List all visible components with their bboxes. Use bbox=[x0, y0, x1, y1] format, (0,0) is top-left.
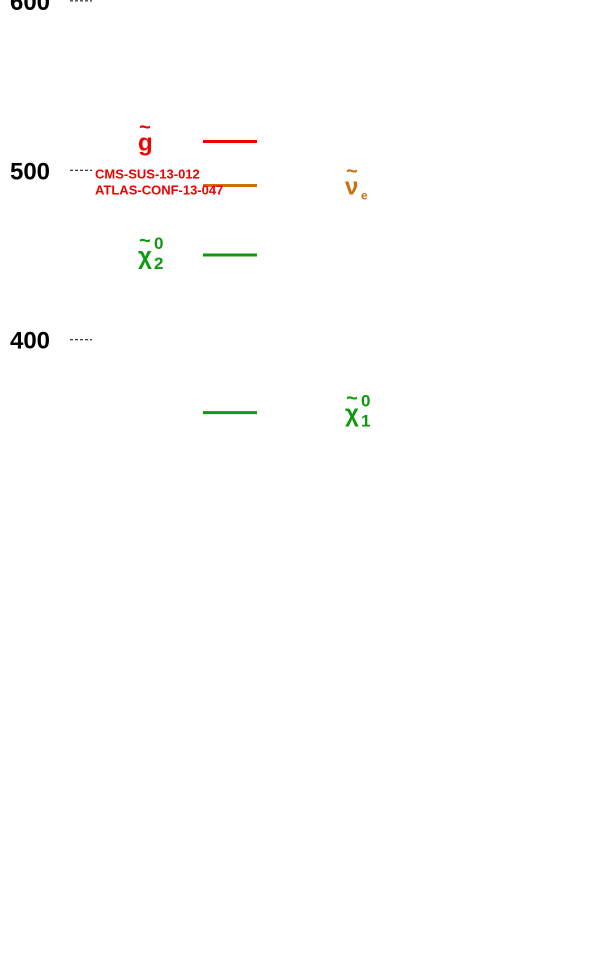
particle-symbol: ν bbox=[345, 174, 358, 201]
y-tick-label: 400 bbox=[10, 328, 50, 355]
tilde-mark: ~ bbox=[139, 230, 151, 252]
superscript: 0 bbox=[154, 234, 163, 253]
particle-label-chi1: χ~10 bbox=[345, 388, 370, 431]
subscript: e bbox=[361, 189, 368, 203]
y-tick-label: 600 bbox=[10, 0, 50, 16]
particle-symbol: χ bbox=[345, 401, 359, 428]
reference-gluino: CMS-SUS-13-012 bbox=[95, 166, 200, 181]
particle-label-gluino: g~ bbox=[138, 116, 153, 156]
particle-symbol: χ bbox=[138, 243, 152, 270]
superscript: 0 bbox=[361, 392, 370, 411]
particle-symbol: g bbox=[138, 129, 153, 156]
subscript: 2 bbox=[154, 254, 163, 273]
reference-gluino: ATLAS-CONF-13-047 bbox=[95, 182, 223, 197]
y-tick-label: 500 bbox=[10, 158, 50, 185]
tilde-mark: ~ bbox=[139, 116, 151, 138]
tilde-mark: ~ bbox=[346, 161, 358, 183]
particle-label-chi2: χ~20 bbox=[138, 230, 163, 273]
subscript: 1 bbox=[361, 412, 370, 431]
particle-label-nue: ν~e bbox=[345, 161, 368, 203]
tilde-mark: ~ bbox=[346, 388, 358, 410]
